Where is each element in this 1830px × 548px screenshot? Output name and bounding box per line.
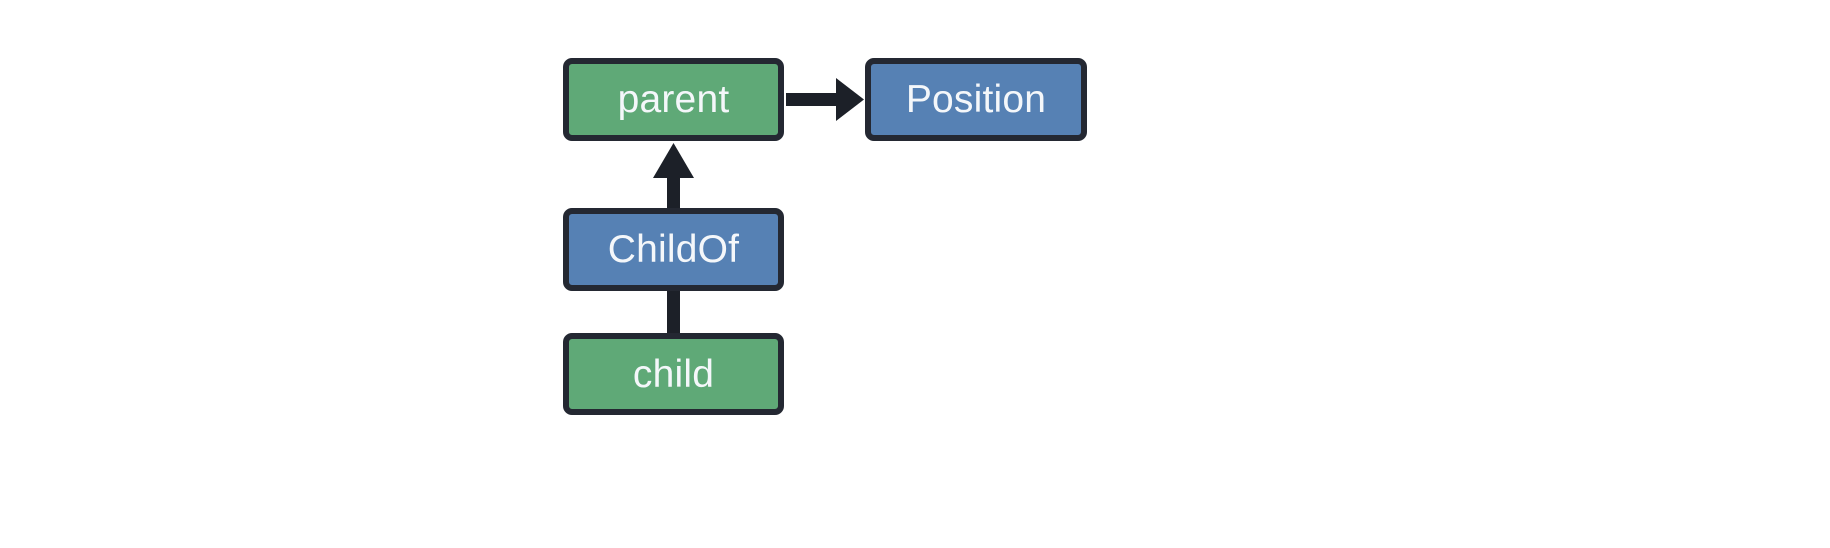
node-child-label: child: [632, 352, 715, 396]
node-childof[interactable]: ChildOf: [563, 208, 784, 291]
edge-parent-to-position: [786, 78, 864, 121]
node-childof-label: ChildOf: [607, 228, 740, 271]
node-parent[interactable]: parent: [563, 58, 784, 141]
arrowhead-right-icon: [836, 78, 864, 121]
node-position[interactable]: Position: [865, 58, 1087, 141]
edge-childof-to-parent: [653, 143, 694, 208]
node-child[interactable]: child: [563, 333, 784, 415]
arrowhead-up-icon: [653, 143, 694, 178]
node-parent-label: parent: [617, 78, 730, 121]
node-position-label: Position: [905, 78, 1047, 121]
